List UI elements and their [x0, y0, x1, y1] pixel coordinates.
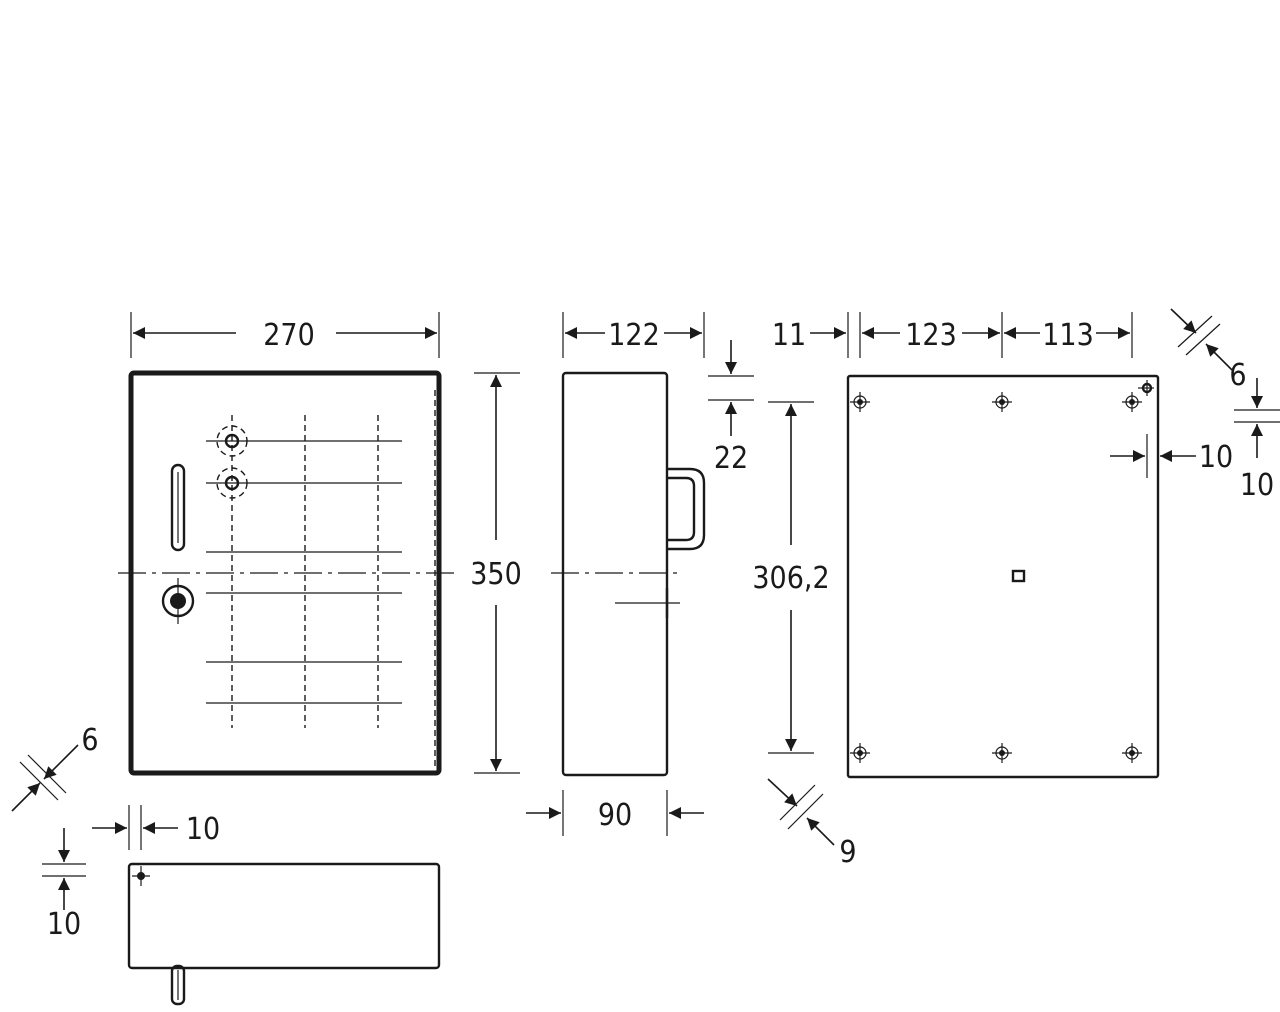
front-view: 270 350 6 [11, 312, 522, 812]
back-hole-spacing-1-label: 123 [905, 318, 957, 353]
back-view: 11 123 113 306,2 9 6 [752, 308, 1280, 870]
dim-back-wall: 6 [1170, 308, 1247, 393]
bottom-view: 10 10 [42, 805, 441, 1006]
dim-back-vertical: 306,2 [752, 401, 830, 754]
dim-front-width: 270 [130, 312, 440, 358]
mounting-hole-icon [850, 380, 1154, 763]
side-handle-offset-label: 22 [714, 441, 748, 476]
hook-circle-icon [216, 425, 248, 499]
bottom-body-outline [127, 862, 441, 970]
front-wall-label: 6 [81, 723, 98, 758]
back-hole-spacing-2-label: 113 [1042, 318, 1094, 353]
bottom-hole-x-label: 10 [186, 812, 220, 847]
front-slot [170, 463, 186, 552]
side-view: 122 90 22 [526, 312, 754, 836]
dim-bottom-hole-y: 10 [42, 828, 86, 942]
bottom-pin [170, 964, 186, 1006]
side-handle [667, 467, 706, 551]
front-hidden-grid [206, 415, 402, 728]
bottom-hole-icon [132, 866, 150, 886]
front-height-label: 350 [470, 557, 522, 592]
back-vertical-spacing-label: 306,2 [752, 561, 829, 596]
lock-icon [161, 578, 195, 624]
side-body-outline [561, 371, 669, 777]
side-body-depth-label: 90 [598, 798, 632, 833]
back-wall-label: 6 [1229, 358, 1246, 393]
back-right-offset-label: 10 [1199, 440, 1233, 475]
back-body-outline [846, 374, 1160, 779]
dim-side-body-depth: 90 [526, 790, 704, 836]
dim-bottom-hole-x: 10 [92, 805, 220, 850]
dim-back-horizontal: 11 123 113 [772, 312, 1133, 358]
bottom-hole-y-label: 10 [47, 907, 81, 942]
dim-back-bottom-offset: 9 [767, 778, 857, 870]
back-bottom-offset-label: 9 [839, 835, 856, 870]
dim-back-right-offset: 10 [1110, 434, 1233, 478]
back-top-offset-label: 10 [1240, 468, 1274, 503]
dim-front-height: 350 [470, 372, 522, 774]
side-depth-label: 122 [608, 318, 660, 353]
back-center-square [1011, 569, 1026, 583]
back-edge-offset-label: 11 [772, 318, 806, 353]
dim-front-wall: 6 [11, 723, 99, 812]
dim-side-handle-offset: 22 [708, 340, 754, 476]
front-width-label: 270 [263, 318, 315, 353]
dim-back-top-offset: 10 [1234, 378, 1280, 503]
dim-side-depth: 122 [562, 312, 705, 358]
